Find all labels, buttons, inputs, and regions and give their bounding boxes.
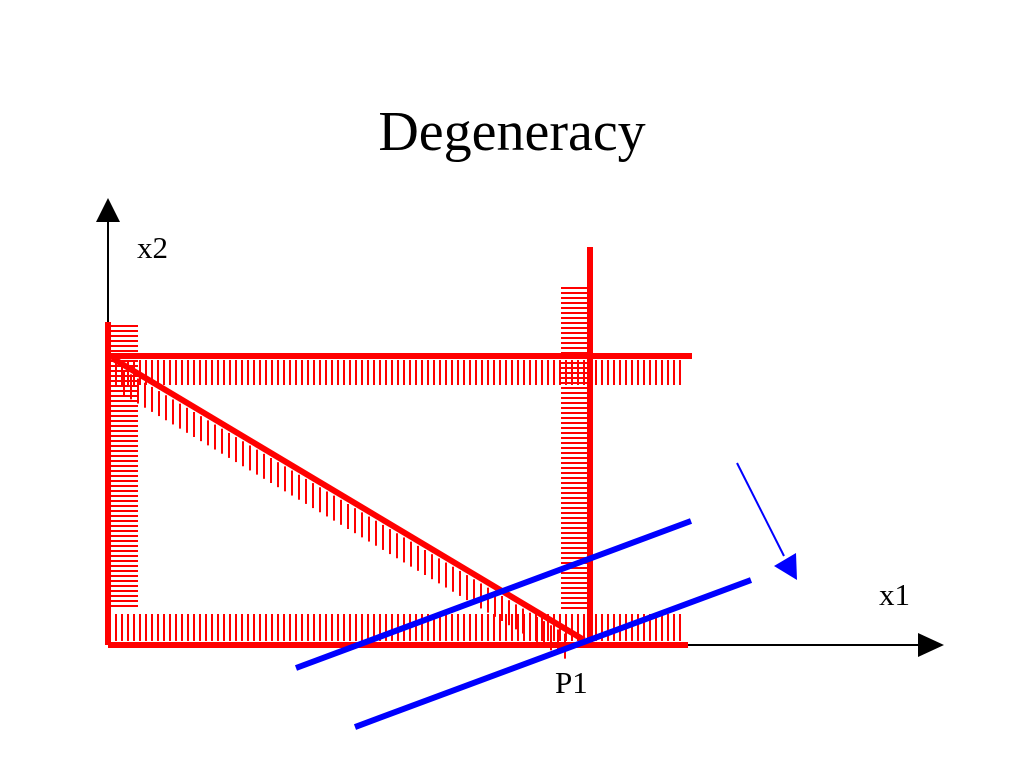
direction-arrow-shaft [736, 462, 785, 557]
bottom-constraint-hatching [115, 614, 681, 641]
slide-title: Degeneracy [378, 101, 646, 163]
direction-arrow [736, 462, 797, 580]
objective-lines [294, 518, 753, 730]
point-label: P1 [555, 665, 588, 700]
objective-line-2 [353, 577, 753, 730]
x-axis-arrowhead [918, 633, 944, 657]
x-axis-label: x1 [879, 577, 910, 612]
direction-arrow-head [774, 553, 797, 580]
y-axis-label: x2 [137, 230, 168, 265]
diagonal-constraint-line [110, 355, 586, 643]
constraint-lines [105, 247, 692, 648]
y-axis-arrowhead [96, 198, 120, 222]
objective-line-1 [294, 518, 693, 671]
top-constraint-hatching [115, 360, 681, 385]
